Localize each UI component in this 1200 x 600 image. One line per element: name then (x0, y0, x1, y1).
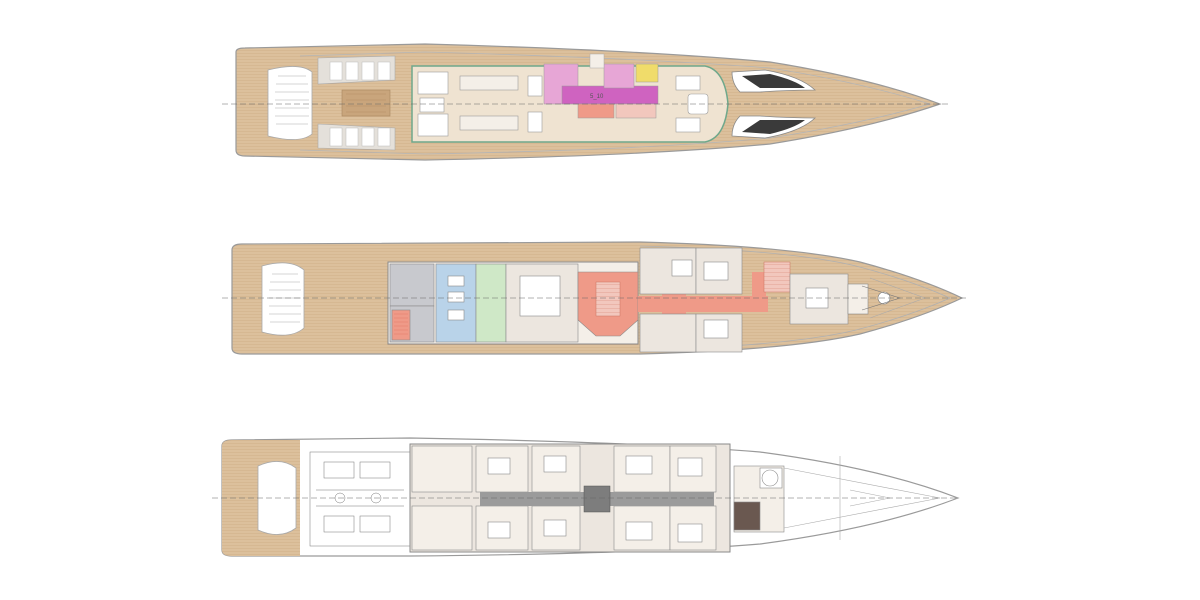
main-deck-plan (222, 241, 968, 355)
main-deck-bulwark (639, 245, 951, 351)
upper-aft-steps (267, 66, 313, 140)
lower-forward-crew (733, 465, 785, 533)
main-lobby (577, 261, 791, 337)
upper-galley: 5_10 (543, 53, 659, 119)
upper-tenders (731, 69, 817, 139)
upper-saloon-furniture (417, 71, 709, 137)
main-rooms (389, 263, 579, 343)
lower-cabins (411, 445, 717, 551)
upper-deck-plan: 5_10 (222, 43, 948, 161)
lower-deck-plan (212, 437, 960, 557)
upper-aft-lounge (317, 55, 396, 151)
lower-stair (583, 485, 611, 513)
main-aft-steps (261, 262, 305, 336)
main-cabins (639, 247, 869, 353)
upper-room-mark: 5_10 (590, 94, 604, 100)
